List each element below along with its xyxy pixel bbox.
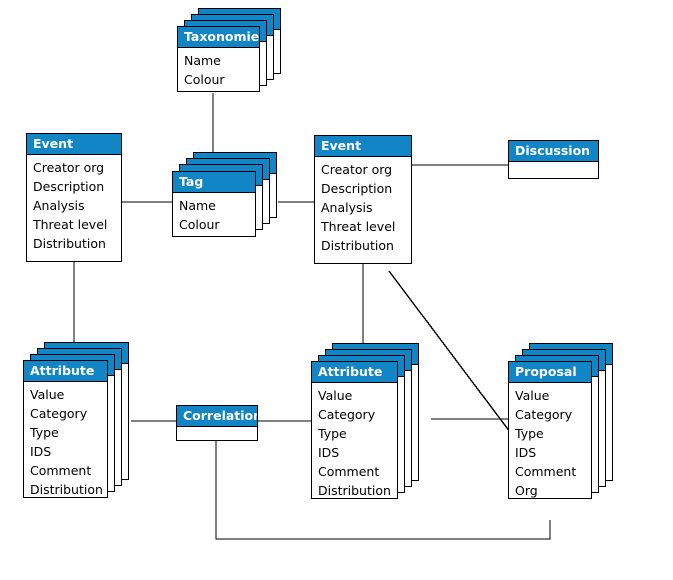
entity-title-event-left: Event <box>27 134 121 155</box>
entity-field: IDS <box>318 445 340 460</box>
entity-fields-proposal: Value Category Type IDS Comment Org <box>509 383 591 504</box>
entity-field: Name <box>184 53 221 68</box>
entity-field: Comment <box>318 464 380 479</box>
entity-field: Creator org <box>321 162 393 177</box>
entity-field: Colour <box>184 72 225 87</box>
entity-event-right[interactable]: Event Creator org Description Analysis T… <box>314 135 416 267</box>
entity-field: Description <box>33 179 105 194</box>
entity-card-tag[interactable]: Tag Name Colour <box>172 171 256 237</box>
entity-title-attribute-right: Attribute <box>312 362 397 383</box>
entity-field: Org <box>515 483 538 498</box>
entity-field: Distribution <box>321 238 394 253</box>
entity-field: Comment <box>515 464 577 479</box>
entity-card-event-right[interactable]: Event Creator org Description Analysis T… <box>314 135 412 264</box>
entity-field: Value <box>30 387 65 402</box>
entity-field: Creator org <box>33 160 105 175</box>
entity-discussion[interactable]: Discussion <box>508 140 603 182</box>
entity-proposal[interactable]: Proposal Value Category Type IDS Comment… <box>508 343 628 503</box>
entity-title-discussion: Discussion <box>509 141 598 162</box>
entity-card-attribute-left[interactable]: Attribute Value Category Type IDS Commen… <box>23 360 108 498</box>
entity-field: Threat level <box>33 217 108 232</box>
entity-field: Type <box>30 425 59 440</box>
entity-title-correlation: Correlation <box>177 406 257 427</box>
entity-tag[interactable]: Tag Name Colour <box>172 152 287 244</box>
entity-field: IDS <box>30 444 52 459</box>
entity-field: Category <box>30 406 88 421</box>
entity-fields-event-left: Creator org Description Analysis Threat … <box>27 155 121 257</box>
entity-field: Distribution <box>33 236 106 251</box>
entity-field: Name <box>179 198 216 213</box>
entity-card-event-left[interactable]: Event Creator org Description Analysis T… <box>26 133 122 262</box>
entity-field: Type <box>515 426 544 441</box>
entity-field: Threat level <box>321 219 396 234</box>
entity-field: Value <box>318 388 353 403</box>
entity-fields-event-right: Creator org Description Analysis Threat … <box>315 157 411 259</box>
entity-card-taxonomies[interactable]: Taxonomies Name Colour <box>177 26 260 92</box>
entity-field: Value <box>515 388 550 403</box>
entity-title-event-right: Event <box>315 136 411 157</box>
entity-field: Analysis <box>321 200 373 215</box>
entity-field: Colour <box>179 217 220 232</box>
entity-card-attribute-right[interactable]: Attribute Value Category Type IDS Commen… <box>311 361 398 499</box>
entity-field: Type <box>318 426 347 441</box>
entity-field: Analysis <box>33 198 85 213</box>
entity-field: Category <box>318 407 376 422</box>
entity-title-attribute-left: Attribute <box>24 361 107 382</box>
entity-card-proposal[interactable]: Proposal Value Category Type IDS Comment… <box>508 361 592 499</box>
entity-card-discussion[interactable]: Discussion <box>508 140 599 179</box>
entity-taxonomies[interactable]: Taxonomies Name Colour <box>177 8 287 98</box>
entity-event-left[interactable]: Event Creator org Description Analysis T… <box>26 133 126 265</box>
entity-field: Description <box>321 181 393 196</box>
entity-field: Category <box>515 407 573 422</box>
entity-fields-attribute-right: Value Category Type IDS Comment Distribu… <box>312 383 397 504</box>
entity-field: Distribution <box>318 483 391 498</box>
entity-attribute-right[interactable]: Attribute Value Category Type IDS Commen… <box>311 343 433 503</box>
entity-fields-discussion <box>509 162 598 178</box>
entity-correlation[interactable]: Correlation <box>176 405 262 445</box>
entity-title-proposal: Proposal <box>509 362 591 383</box>
entity-fields-tag: Name Colour <box>173 193 255 238</box>
entity-fields-correlation <box>177 427 257 440</box>
entity-field: IDS <box>515 445 537 460</box>
entity-attribute-left[interactable]: Attribute Value Category Type IDS Commen… <box>23 342 143 502</box>
entity-field: Comment <box>30 463 92 478</box>
entity-title-tag: Tag <box>173 172 255 193</box>
entity-title-taxonomies: Taxonomies <box>178 27 259 48</box>
entity-card-correlation[interactable]: Correlation <box>176 405 258 441</box>
entity-field: Distribution <box>30 482 103 497</box>
entity-fields-taxonomies: Name Colour <box>178 48 259 93</box>
entity-fields-attribute-left: Value Category Type IDS Comment Distribu… <box>24 382 107 503</box>
